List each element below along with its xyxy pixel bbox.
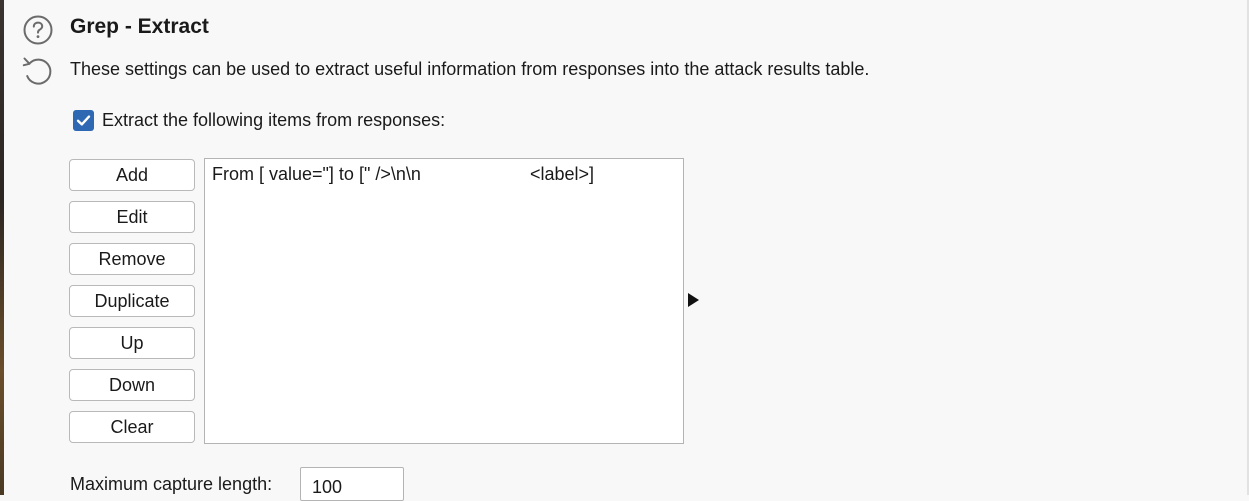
- list-item-suffix: <label>]: [530, 164, 595, 184]
- list-item[interactable]: From [ value="] to [" />\n\n <label>]: [212, 164, 672, 188]
- help-icon[interactable]: [22, 14, 54, 46]
- add-button[interactable]: Add: [69, 159, 195, 191]
- remove-button[interactable]: Remove: [69, 243, 195, 275]
- clear-button[interactable]: Clear: [69, 411, 195, 443]
- scrollbar-track[interactable]: [1247, 0, 1249, 495]
- checkmark-icon: [76, 114, 91, 126]
- up-button[interactable]: Up: [69, 327, 195, 359]
- section-description: These settings can be used to extract us…: [70, 59, 870, 79]
- edit-button[interactable]: Edit: [69, 201, 195, 233]
- max-capture-length-input[interactable]: [300, 467, 404, 501]
- list-item-expression: From [ value="] to [" />\n\n: [212, 164, 421, 184]
- extract-items-label: Extract the following items from respons…: [102, 109, 446, 130]
- extract-items-checkbox-row[interactable]: Extract the following items from respons…: [73, 108, 445, 132]
- reset-defaults-icon[interactable]: [20, 54, 56, 88]
- window-left-edge: [0, 0, 4, 495]
- expand-arrow-icon[interactable]: [688, 293, 700, 307]
- extract-items-checkbox[interactable]: [73, 109, 94, 131]
- down-button[interactable]: Down: [69, 369, 195, 401]
- extract-items-list[interactable]: From [ value="] to [" />\n\n <label>]: [204, 158, 684, 444]
- max-capture-length-label: Maximum capture length:: [70, 474, 273, 494]
- section-title: Grep - Extract: [70, 15, 209, 38]
- duplicate-button[interactable]: Duplicate: [69, 285, 195, 317]
